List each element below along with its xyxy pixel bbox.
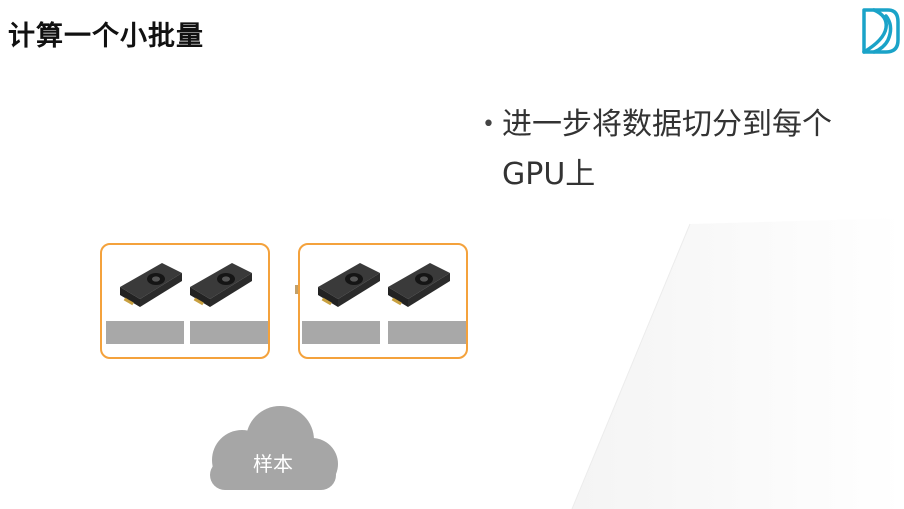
cloud-label: 样本 <box>253 452 293 476</box>
data-shard <box>190 321 268 344</box>
gpu-group-1 <box>100 243 270 359</box>
background-shape <box>571 218 904 509</box>
gpu-group-2 <box>298 243 468 359</box>
data-shard <box>302 321 380 344</box>
data-shard <box>106 321 184 344</box>
cloud-icon <box>210 406 338 490</box>
d2l-logo-icon <box>862 8 900 54</box>
data-shard <box>388 321 466 344</box>
bullet-point: • 进一步将数据切分到每个GPU上 <box>478 100 878 200</box>
bullet-text: 进一步将数据切分到每个GPU上 <box>502 107 832 192</box>
gpu-card-icon <box>318 263 380 307</box>
bullet-marker: • <box>482 112 495 137</box>
gpu-card-icon <box>120 263 182 307</box>
gpu-card-icon <box>190 263 252 307</box>
slide-title: 计算一个小批量 <box>8 21 204 52</box>
gpu-card-icon <box>388 263 450 307</box>
divider-mark <box>295 285 298 294</box>
